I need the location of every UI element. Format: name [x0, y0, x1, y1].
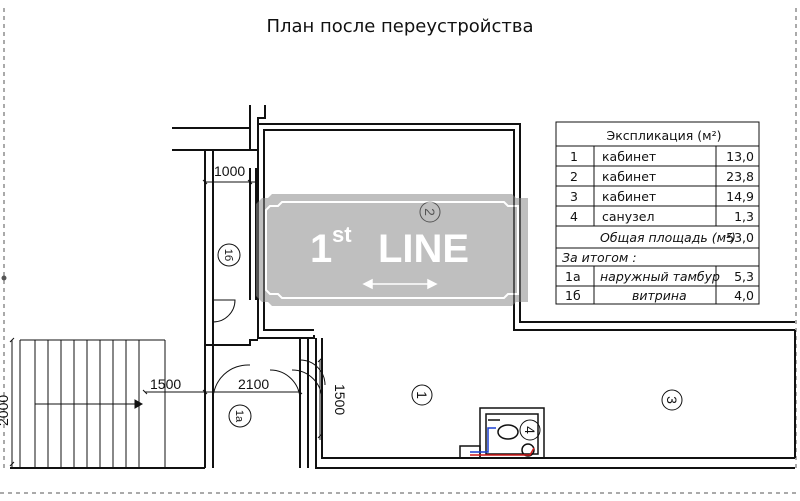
dim-2000: 2000 — [0, 395, 11, 426]
room-number-1: 1 — [414, 391, 430, 399]
stairs — [19, 339, 166, 469]
extra-row-1b-name: витрина — [632, 288, 687, 303]
row-3-area: 14,9 — [726, 189, 754, 204]
room-marker-3: 3 — [661, 389, 683, 411]
row-2-area: 23,8 — [726, 169, 754, 184]
watermark-brand-main: 1 — [310, 227, 332, 271]
row-1-name: кабинет — [602, 149, 656, 164]
row-4-area: 1,3 — [734, 209, 754, 224]
extra-label: За итогом : — [562, 250, 637, 265]
dim-1500-vertical: 1500 — [332, 384, 348, 415]
row-2-name: кабинет — [602, 169, 656, 184]
room-marker-1: 1 — [411, 384, 433, 406]
dim-2100: 2100 — [238, 376, 269, 392]
total-area-value: 53,0 — [726, 230, 754, 245]
dimension-lines — [9, 179, 323, 468]
room-number-1a: 1а — [233, 410, 245, 423]
row-3-name: кабинет — [602, 189, 656, 204]
room-marker-4: 4 — [519, 419, 541, 441]
row-1-area: 13,0 — [726, 149, 754, 164]
room-marker-1b: 1б — [217, 243, 241, 267]
extra-row-1a-area: 5,3 — [734, 269, 754, 284]
explication-header: Экспликация (м²) — [607, 128, 722, 143]
margin-dot — [1, 275, 7, 281]
room-marker-1a: 1а — [228, 404, 252, 428]
plan-title: План после переустройства — [266, 16, 533, 37]
total-area-label: Общая площадь (м²) — [600, 230, 736, 245]
row-3-no: 3 — [570, 189, 578, 204]
row-1-no: 1 — [570, 149, 578, 164]
extra-row-1a-name: наружный тамбур — [600, 269, 720, 284]
watermark-brand-tail: LINE — [378, 227, 469, 271]
room-number-3: 3 — [664, 396, 680, 404]
row-4-no: 4 — [570, 209, 578, 224]
dim-1000: 1000 — [214, 163, 245, 179]
row-4-name: санузел — [602, 209, 654, 224]
doors — [212, 299, 326, 430]
extra-row-1b-no: 1б — [565, 288, 581, 303]
bathroom-fixtures — [459, 407, 545, 459]
watermark-logo: 1 st LINE — [256, 194, 528, 306]
dim-1500-horizontal: 1500 — [150, 376, 181, 392]
room-number-4: 4 — [522, 426, 538, 434]
extra-row-1b-area: 4,0 — [734, 288, 754, 303]
double-arrow-icon — [362, 278, 438, 290]
row-2-no: 2 — [570, 169, 578, 184]
explication-table: Экспликация (м²) 1 кабинет 13,0 2 кабине… — [555, 121, 760, 305]
room-number-1b: 1б — [222, 249, 234, 261]
pipes — [470, 427, 535, 456]
watermark-brand-sup: st — [332, 222, 352, 247]
extra-row-1a-no: 1а — [565, 269, 581, 284]
